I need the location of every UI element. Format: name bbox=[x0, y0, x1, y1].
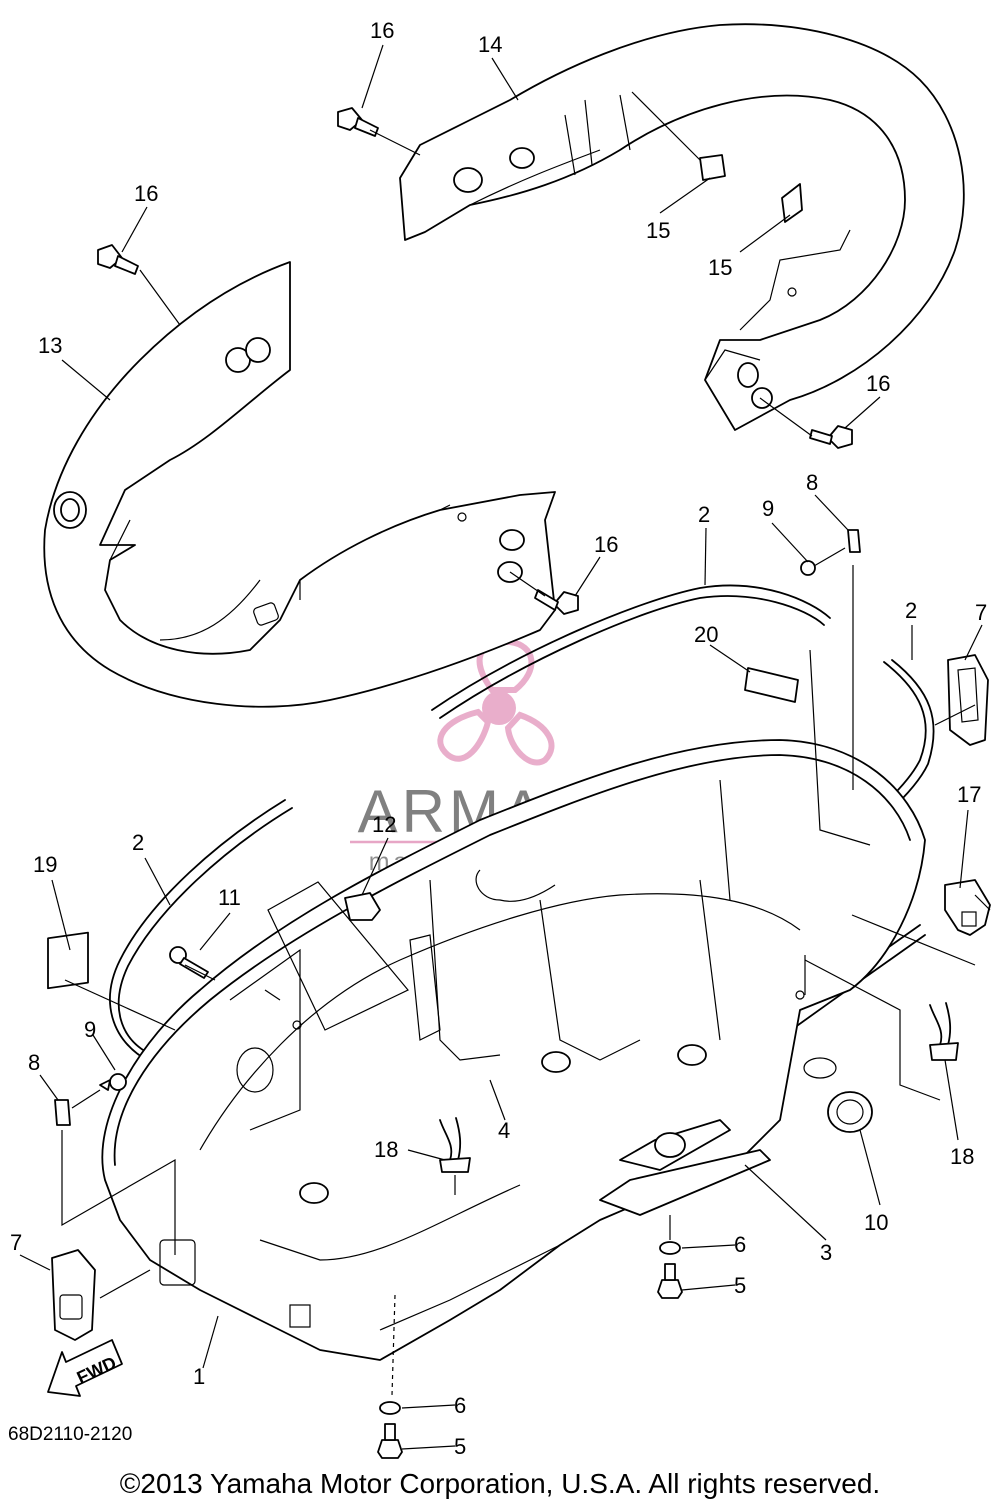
callout-10: 10 bbox=[864, 1210, 888, 1235]
callout-5: 5 bbox=[734, 1273, 746, 1298]
callout-11: 11 bbox=[218, 885, 241, 910]
callout-9: 9 bbox=[84, 1017, 96, 1042]
callout-7: 7 bbox=[10, 1230, 22, 1255]
bolt-16-right bbox=[809, 425, 853, 449]
callout-16: 16 bbox=[866, 371, 890, 396]
part-18-clip-mid bbox=[439, 1117, 471, 1173]
part-10-grommet bbox=[827, 1091, 873, 1133]
callout-3: 3 bbox=[820, 1240, 832, 1265]
bolt-16-mid bbox=[534, 589, 579, 615]
leader-lines bbox=[19, 44, 991, 1450]
construction-lines bbox=[61, 565, 976, 1396]
bolt-16-left bbox=[97, 244, 139, 275]
part-7-latch-left bbox=[51, 1249, 96, 1341]
part-8-clip-top bbox=[847, 529, 861, 553]
part-2-seal-left bbox=[109, 799, 293, 1063]
callout-8: 8 bbox=[28, 1050, 40, 1075]
part-5-bolt-right bbox=[657, 1263, 683, 1299]
callout-20: 20 bbox=[694, 622, 718, 647]
callout-2: 2 bbox=[132, 830, 144, 855]
callout-16: 16 bbox=[134, 181, 158, 206]
callout-18: 18 bbox=[950, 1144, 974, 1169]
part-19-label bbox=[47, 931, 89, 990]
callout-19: 19 bbox=[33, 852, 57, 877]
callout-2: 2 bbox=[905, 598, 917, 623]
part-20-label bbox=[744, 667, 799, 703]
callout-2: 2 bbox=[698, 502, 710, 527]
callout-7: 7 bbox=[975, 600, 987, 625]
part-17-bracket bbox=[944, 879, 991, 936]
callout-6: 6 bbox=[734, 1232, 746, 1257]
part-8-clip-left bbox=[54, 1099, 71, 1126]
callout-1: 1 bbox=[193, 1364, 205, 1389]
callout-16: 16 bbox=[594, 532, 618, 557]
copyright-notice: ©2013 Yamaha Motor Corporation, U.S.A. A… bbox=[119, 1468, 881, 1499]
part-18-clip-right bbox=[929, 1002, 959, 1061]
callout-4: 4 bbox=[498, 1118, 510, 1143]
part-1-bottom-cowling bbox=[101, 739, 926, 1361]
callout-17: 17 bbox=[957, 782, 981, 807]
part-7-latch-right bbox=[947, 654, 989, 746]
part-9-screw-left bbox=[99, 1073, 127, 1091]
callout-16: 16 bbox=[370, 18, 394, 43]
label-15-b bbox=[781, 183, 803, 223]
callout-15: 15 bbox=[646, 218, 670, 243]
callout-12: 12 bbox=[372, 812, 396, 837]
part-14-rear-cover bbox=[399, 23, 965, 431]
diagram-code: 68D2110-2120 bbox=[8, 1424, 133, 1445]
callout-9: 9 bbox=[762, 496, 774, 521]
part-6-washer-bottom bbox=[379, 1401, 401, 1415]
callout-18: 18 bbox=[374, 1137, 398, 1162]
callout-8: 8 bbox=[806, 470, 818, 495]
bolt-16-top bbox=[337, 107, 379, 137]
callout-5: 5 bbox=[454, 1434, 466, 1459]
callout-14: 14 bbox=[478, 32, 502, 57]
callout-numbers: 16 14 16 15 15 13 16 8 9 2 16 2 7 20 17 … bbox=[10, 18, 987, 1459]
fwd-arrow-icon: FWD bbox=[47, 1339, 123, 1397]
part-13-front-cover bbox=[43, 261, 556, 708]
part-2-seal-top bbox=[431, 584, 831, 719]
part-5-bolt-bottom bbox=[377, 1423, 403, 1459]
callout-13: 13 bbox=[38, 333, 62, 358]
part-9-screw-top bbox=[800, 547, 846, 576]
label-15-a bbox=[699, 154, 726, 181]
part-12-clamp bbox=[344, 892, 381, 921]
callout-6: 6 bbox=[454, 1393, 466, 1418]
part-6-washer-right bbox=[659, 1241, 681, 1255]
callout-15: 15 bbox=[708, 255, 732, 280]
